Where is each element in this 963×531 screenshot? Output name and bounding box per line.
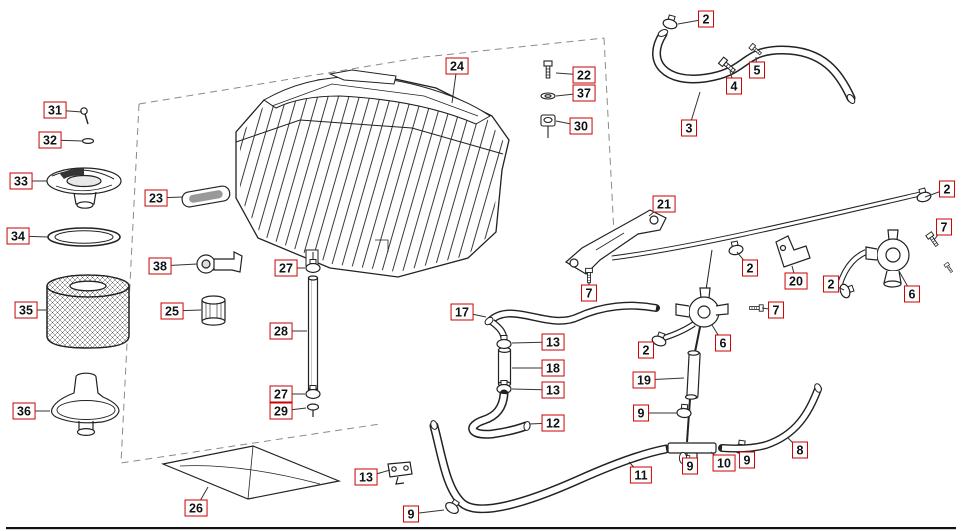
part-callout-7[interactable]: 7	[768, 301, 784, 319]
part-callout-2[interactable]: 2	[698, 10, 714, 28]
part-callout-13[interactable]: 13	[541, 333, 565, 351]
part-callout-2[interactable]: 2	[742, 259, 758, 277]
valve-right-drawing	[835, 229, 910, 293]
bracket-20-drawing	[775, 235, 811, 268]
part-callout-30[interactable]: 30	[569, 117, 593, 135]
part-callout-2[interactable]: 2	[939, 180, 955, 198]
part-callout-9[interactable]: 9	[403, 505, 419, 523]
part-callout-27[interactable]: 27	[274, 259, 298, 277]
part-callout-32[interactable]: 32	[38, 131, 62, 149]
part-callout-6[interactable]: 6	[715, 334, 731, 352]
part-callout-7[interactable]: 7	[581, 284, 597, 302]
part-callout-9[interactable]: 9	[739, 451, 755, 469]
part-callout-11[interactable]: 11	[629, 466, 653, 484]
tube-19-drawing	[684, 326, 701, 443]
part-callout-18[interactable]: 18	[541, 359, 565, 377]
part-callout-35[interactable]: 35	[14, 301, 38, 319]
part-callout-28[interactable]: 28	[269, 322, 293, 340]
part-callout-31[interactable]: 31	[43, 101, 67, 119]
gasket-plate-drawing	[181, 185, 231, 208]
sleeve-cylinder-drawing	[201, 295, 226, 326]
part-callout-2[interactable]: 2	[638, 341, 654, 359]
part-callout-36[interactable]: 36	[12, 402, 36, 420]
mat-sheet-drawing	[160, 445, 342, 500]
hose-8-drawing	[718, 383, 822, 453]
part-callout-9[interactable]: 9	[682, 457, 698, 475]
part-callout-19[interactable]: 19	[632, 371, 656, 389]
part-callout-13[interactable]: 13	[354, 468, 378, 486]
part-callout-38[interactable]: 38	[148, 257, 172, 275]
bottom-border-line	[6, 527, 956, 530]
intake-funnel-drawing	[50, 372, 120, 437]
part-callout-37[interactable]: 37	[572, 84, 596, 102]
air-filter-element-drawing	[46, 274, 130, 349]
part-callout-20[interactable]: 20	[784, 272, 808, 290]
valve-center-drawing	[660, 249, 729, 342]
bracket-21-drawing	[564, 209, 667, 275]
part-callout-3[interactable]: 3	[681, 119, 697, 137]
part-callout-2[interactable]: 2	[823, 275, 839, 293]
part-callout-5[interactable]: 5	[749, 61, 765, 79]
vent-pipe-drawing	[611, 191, 921, 261]
part-callout-29[interactable]: 29	[269, 402, 293, 420]
part-callout-8[interactable]: 8	[792, 441, 808, 459]
fastener-column	[540, 60, 556, 138]
part-callout-33[interactable]: 33	[9, 172, 33, 190]
hose-11-drawing	[429, 420, 671, 514]
clamp-bracket-13-drawing	[387, 461, 413, 485]
part-callout-4[interactable]: 4	[726, 77, 742, 95]
part-callout-7[interactable]: 7	[936, 218, 952, 236]
hose-12-drawing	[468, 389, 531, 439]
part-callout-26[interactable]: 26	[184, 499, 208, 517]
part-callout-22[interactable]: 22	[572, 66, 596, 84]
intake-cap-group	[46, 107, 122, 247]
part-callout-23[interactable]: 23	[144, 189, 168, 207]
air-cleaner-case-drawing	[235, 69, 510, 278]
part-callout-17[interactable]: 17	[450, 303, 474, 321]
part-callout-12[interactable]: 12	[541, 414, 565, 432]
part-callout-9[interactable]: 9	[633, 404, 649, 422]
part-callout-6[interactable]: 6	[904, 285, 920, 303]
assembly-boundary-dashes	[120, 37, 615, 464]
part-callout-27[interactable]: 27	[269, 385, 293, 403]
part-callout-21[interactable]: 21	[652, 195, 676, 213]
part-callout-13[interactable]: 13	[541, 381, 565, 399]
breather-hose-3	[652, 29, 856, 104]
part-callout-24[interactable]: 24	[445, 57, 469, 75]
part-callout-34[interactable]: 34	[6, 227, 30, 245]
elbow-fitting-drawing	[196, 251, 243, 274]
part-callout-10[interactable]: 10	[712, 454, 736, 472]
part-callout-25[interactable]: 25	[160, 302, 184, 320]
